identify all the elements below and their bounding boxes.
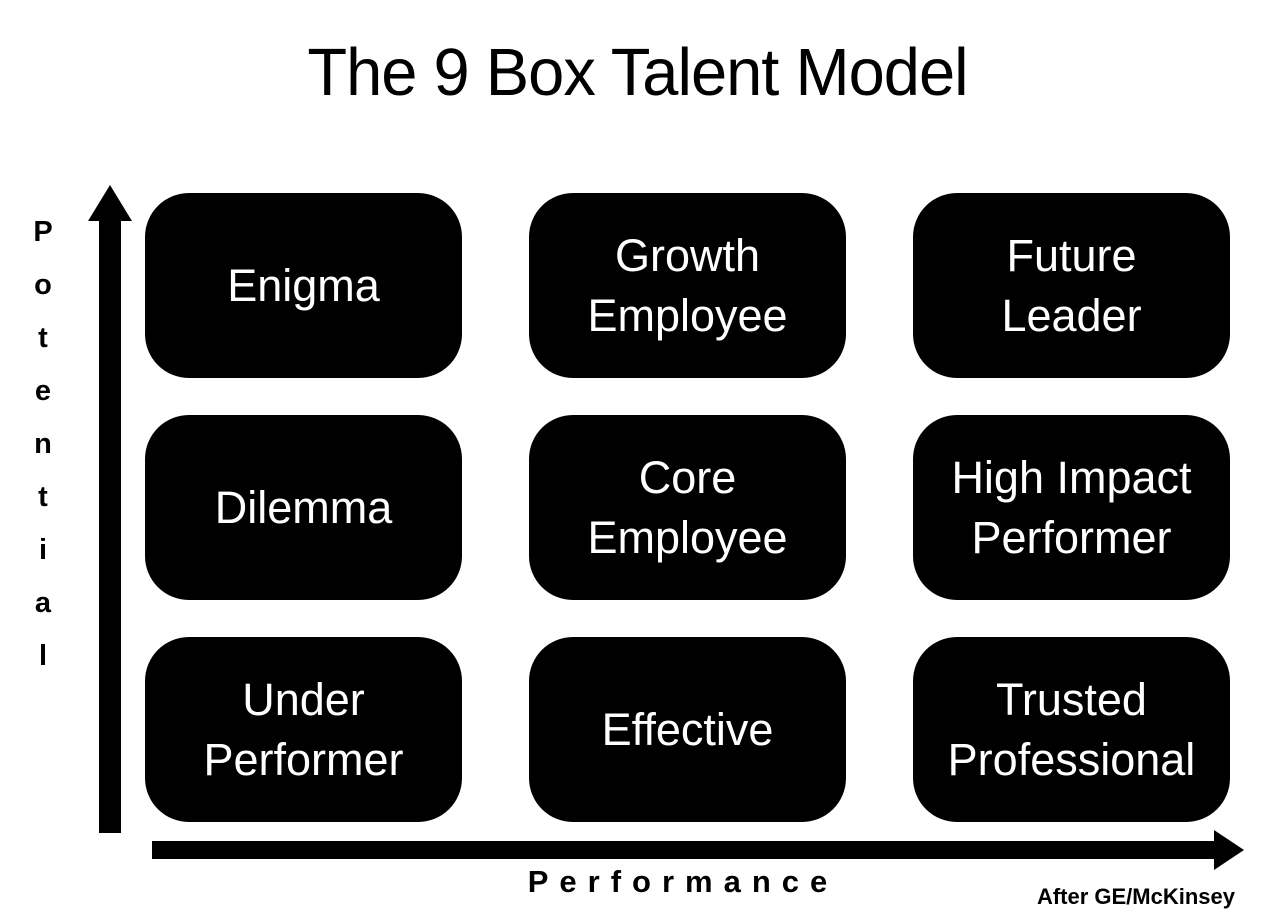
right-arrow-shaft bbox=[152, 841, 1214, 859]
box-enigma: Enigma bbox=[145, 193, 462, 378]
box-core-employee: Core Employee bbox=[529, 415, 846, 600]
box-trusted-professional: Trusted Professional bbox=[913, 637, 1230, 822]
x-axis-label: Performance bbox=[527, 864, 839, 899]
box-future-leader: Future Leader bbox=[913, 193, 1230, 378]
box-effective: Effective bbox=[529, 637, 846, 822]
y-axis-label: Potential bbox=[27, 216, 59, 693]
box-dilemma: Dilemma bbox=[145, 415, 462, 600]
page-title: The 9 Box Talent Model bbox=[307, 35, 968, 110]
box-under-performer: Under Performer bbox=[145, 637, 462, 822]
right-arrow-head-icon bbox=[1214, 830, 1244, 870]
up-arrow-shaft bbox=[99, 218, 121, 833]
matrix-grid: Enigma Growth Employee Future Leader Dil… bbox=[145, 193, 1230, 822]
attribution: After GE/McKinsey bbox=[1036, 884, 1235, 909]
box-growth-employee: Growth Employee bbox=[529, 193, 846, 378]
up-arrow-head-icon bbox=[88, 185, 132, 221]
box-high-impact-performer: High Impact Performer bbox=[913, 415, 1230, 600]
